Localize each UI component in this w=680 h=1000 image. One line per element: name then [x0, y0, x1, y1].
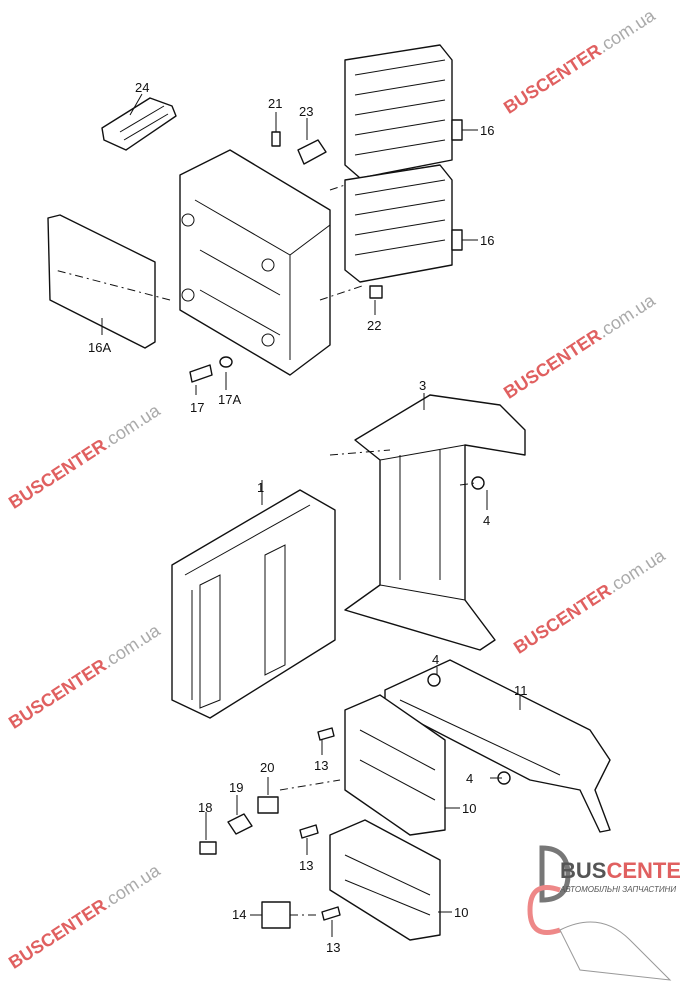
callout-13: 13 [299, 858, 313, 873]
callout-13: 13 [326, 940, 340, 955]
callout-19: 19 [229, 780, 243, 795]
relay-plate-10-lower-part [329, 819, 441, 941]
connector-19-part [227, 813, 253, 835]
fuse-puller-part [101, 97, 177, 151]
relay-plate-10-upper-part [344, 694, 446, 836]
buscenter-logo: BUSCENTER АВТОМОБІЛЬНІ ЗАПЧАСТИНИ [520, 840, 680, 1000]
connector-16-upper-part [344, 44, 463, 179]
callout-10: 10 [454, 905, 468, 920]
callout-14: 14 [232, 907, 246, 922]
callout-17: 17 [190, 400, 204, 415]
callout-4: 4 [483, 513, 490, 528]
logo-brand: BUSCENTER [560, 858, 680, 883]
screw-13-part [299, 824, 319, 839]
callout-4: 4 [466, 771, 473, 786]
control-unit-1-part [171, 489, 336, 719]
callout-1: 1 [257, 480, 264, 495]
callout-16A: 16A [88, 340, 111, 355]
callout-24: 24 [135, 80, 149, 95]
callout-13: 13 [314, 758, 328, 773]
callout-17A: 17A [218, 392, 241, 407]
callout-23: 23 [299, 104, 313, 119]
connector-16-lower-part [344, 164, 463, 283]
washer-17A-part [219, 356, 233, 368]
callout-3: 3 [419, 378, 426, 393]
nut-4-part [427, 673, 441, 687]
cover-16A-part [47, 214, 156, 349]
callout-22: 22 [367, 318, 381, 333]
callout-20: 20 [260, 760, 274, 775]
callout-10: 10 [462, 801, 476, 816]
callout-18: 18 [198, 800, 212, 815]
screw-13-part [317, 727, 335, 741]
callout-16: 16 [480, 233, 494, 248]
callout-11: 11 [514, 683, 528, 698]
fuse-23-part [297, 139, 327, 165]
callout-4: 4 [432, 652, 439, 667]
connector-20-part [257, 796, 279, 814]
relay-14-part [261, 901, 291, 929]
bracket-3-part [344, 394, 526, 651]
callout-16: 16 [480, 123, 494, 138]
callout-21: 21 [268, 96, 282, 111]
logo-subtitle: АВТОМОБІЛЬНІ ЗАПЧАСТИНИ [560, 885, 677, 894]
fuse-21-part [271, 131, 281, 147]
bracket-11-part [384, 659, 611, 833]
fuse-22-part [369, 285, 383, 299]
screw-17-part [189, 364, 213, 383]
screw-13-part [321, 906, 341, 921]
fuse-18-part [199, 841, 217, 855]
fuse-relay-carrier-part [179, 149, 331, 376]
logo-mark-icon [527, 845, 672, 981]
